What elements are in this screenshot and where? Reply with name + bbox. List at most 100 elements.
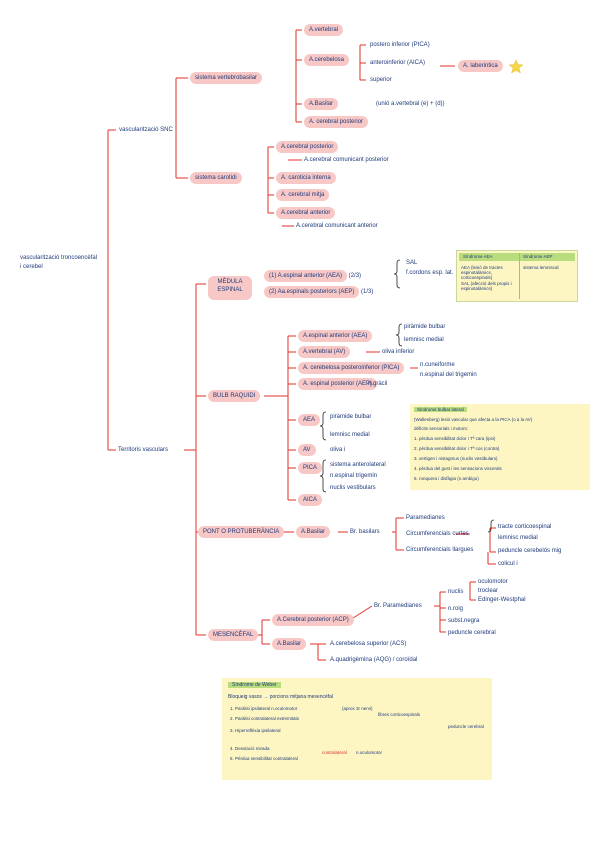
bulb-pica-c: nuclis vestibulars xyxy=(330,485,376,491)
medulla-syndrome-table: Síndrome AEA Síndrome AEP AEA (lesió de … xyxy=(456,250,578,302)
mes-n-roig: n.roig xyxy=(448,606,464,612)
wallenberg-line-1: déficits sensorials i motors: xyxy=(414,426,469,431)
weber-item-2: 3. Hiperreflèxia ipsilateral xyxy=(230,728,281,733)
table-header-2: Síndrome AEP xyxy=(523,254,553,259)
weber-item-1: 2. Paràlisi contralateral extremitats xyxy=(230,716,300,721)
sal: SAL xyxy=(406,260,418,266)
bulb-av-a: oliva i xyxy=(330,447,346,453)
bulb-aica: AICA xyxy=(298,494,323,506)
wallenberg-line-3: 2. pèrdua sensibilitat dolor i Tª cos (c… xyxy=(414,446,500,451)
wallenberg-title: Síndrome bulbar lateral xyxy=(414,407,467,412)
a-basilar: A.Basilar xyxy=(304,98,339,110)
a-vertebral: A.vertebral xyxy=(304,24,344,36)
root-title: vascularització troncoencèfal i cerebel xyxy=(20,255,98,270)
mes-edinger: Edinger-Westphal xyxy=(478,597,526,603)
wallenberg-line-0: (Wallenberg) lesió vascular que afecta a… xyxy=(414,417,533,422)
bulb-n-cuneiforme: n.cuneiforme xyxy=(420,362,455,368)
bulb-espinal-posterior: A. espinal posterior (AEP) xyxy=(298,378,378,390)
pont-paramedianes: Paramedianes xyxy=(406,515,445,521)
bulb-oliva: oliva inferior xyxy=(382,349,415,355)
bulb-vertebral: A.vertebral (AV) xyxy=(298,346,351,358)
pont-br-basilars: Br. basilars xyxy=(350,529,380,535)
a-laberintica: A. laberintica xyxy=(458,60,503,72)
bulb-aea-a: piràmide bulbar xyxy=(330,414,372,420)
mes-peduncle: peduncle cerebral xyxy=(448,630,496,636)
pont-curtes: Circumferencials curtes xyxy=(406,531,469,537)
bulb-pica-a: sistema anterolateral xyxy=(330,462,386,468)
weber-brace-3: n.oculomotor xyxy=(356,750,383,755)
aea-pill: (1) A.espinal anterior (AEA) xyxy=(264,270,348,282)
weber-side: (aprox 3r nervi) xyxy=(342,706,373,711)
cerebral-mitja: A. cerebral mitja xyxy=(276,189,330,201)
sistema-carotidi: sistema carotidi xyxy=(190,172,242,184)
weber-brace-2: peduncle cerebral xyxy=(448,724,484,729)
weber-item-0: 1. Paràlisi ipsilateral n.oculomotor xyxy=(230,706,298,711)
table-cell-1: AEA (lesió de tractes espinotalàmics, co… xyxy=(461,265,503,280)
medulla-row1: (1) A.espinal anterior (AEA) (2/3) xyxy=(264,270,361,282)
wallenberg-note: Síndrome bulbar lateral (Wallenberg) les… xyxy=(410,404,590,490)
bulb-pica-b: n.espinal trigemin xyxy=(330,473,378,479)
a-cerebelosa: A.cerebelosa xyxy=(304,54,350,66)
weber-note: Síndrome de Weber Bloqueig vasos → porci… xyxy=(222,678,492,780)
mes-subst-negra: subst.negra xyxy=(448,618,480,624)
row2-fraction: (1/3) xyxy=(361,289,374,295)
pont-llargues: Circumferencials llargues xyxy=(406,547,474,553)
pont-colicul: colicul i xyxy=(498,561,518,567)
medulla-espinal: MÈDULA ESPINAL xyxy=(208,276,252,300)
weber-side2: contralateral xyxy=(322,750,347,755)
table-cell-3: sistema lemniscal xyxy=(523,265,559,270)
star-icon xyxy=(508,59,524,74)
posteroinferior: postero inferior (PICA) xyxy=(370,42,430,48)
mes-basilar: A.Basilar xyxy=(272,638,307,650)
weber-brace-1: fibres corticoespinals xyxy=(378,712,421,717)
cordons: f.cordons esp. lat. xyxy=(406,270,454,276)
pont-protuberancia: PONT O PROTUBERÀNCIA xyxy=(198,526,285,538)
bulb-av: AV xyxy=(298,444,316,456)
basilar-note: (unió a.vertebral (e) + (d)) xyxy=(376,101,445,107)
medulla-row2: (2) Aa.espinals posteriors (AEP) (1/3) xyxy=(264,286,373,298)
bulb-raquidi: BULB RAQUIDI xyxy=(208,390,261,402)
weber-intro: Bloqueig vasos → porcions mitjana mesenc… xyxy=(228,694,334,700)
pont-t2: lemnisc medial xyxy=(498,535,538,541)
table-cell-2: SAL (afecció dels propis i espinotalàmic… xyxy=(461,281,512,291)
wallenberg-line-6: 5. ronquera i disfàgia (n.ambigu) xyxy=(414,476,479,481)
sistema-vertebrobasilar: sistema vertebrobasilar xyxy=(190,72,263,84)
territoris-vasculars: Territoris vasculars xyxy=(118,447,169,453)
weber-title: Síndrome de Weber xyxy=(228,682,281,688)
wallenberg-line-4: 3. vertigen i nistagmus (nuclis vestibul… xyxy=(414,456,498,461)
superior: superior xyxy=(370,77,392,83)
wallenberg-line-5: 4. pèrdua del gust i les sensacions visc… xyxy=(414,466,502,471)
table-header-1: Síndrome AEA xyxy=(463,254,493,259)
row1-fraction: (2/3) xyxy=(348,273,362,279)
caroticia-interna: A. caroticia interna xyxy=(276,172,336,184)
pont-t1: tracte corticoespinal xyxy=(498,524,552,530)
mes-cerebelosa-sup: A.cerebelosa superior (ACS) xyxy=(330,641,407,647)
carotidi-cerebral-posterior: A.cerebral posterior xyxy=(276,141,339,153)
weber-item-4: 5. Pèrdua sensibilitat contralateral xyxy=(230,756,298,761)
aep-pill: (2) Aa.espinals posteriors (AEP) xyxy=(264,286,360,298)
comunicant-anterior: A.cerebral comunicant anterior xyxy=(296,223,378,229)
mes-quadrigemina: A.quadrigèmina (AQG) / coroïdal xyxy=(330,657,418,663)
mes-br-paramedianes: Br. Paramedianes xyxy=(374,603,422,609)
weber-item-3: 4. Desviació mirada xyxy=(230,746,270,751)
bulb-piramide: piràmide bulbar xyxy=(404,324,446,330)
bulb-aea: AEA xyxy=(298,414,321,426)
bulb-pica: PICA xyxy=(298,462,323,474)
bulb-cerebelosa-pi: A. cerebelosa posteroinferior (PICA) xyxy=(298,362,405,374)
mesencefal: MESENCÈFAL xyxy=(208,629,259,641)
mes-oculomotor: oculomotor xyxy=(478,579,508,585)
mes-nuclis: nuclis xyxy=(448,589,464,595)
mes-cerebral-posterior: A.Cerebral posterior (ACP) xyxy=(272,614,354,626)
anteroinferior: anteroinferior (AICA) xyxy=(370,60,426,66)
mes-troclear: troclear xyxy=(478,588,499,594)
bulb-espinal-anterior: A.espinal anterior (AEA) xyxy=(298,330,373,342)
bulb-aea-b: lemnisc medial xyxy=(330,432,370,438)
cerebral-anterior: A.cerebral anterior xyxy=(276,207,336,219)
pont-basilar: A.Basilar xyxy=(296,526,331,538)
pont-t3: peduncle cerebelós mig xyxy=(498,548,562,554)
comunicant-posterior: A.cerebral comunicant posterior xyxy=(304,157,389,163)
wallenberg-line-2: 1. pèrdua sensibilitat dolor i Tª cara (… xyxy=(414,436,496,441)
bulb-n-espinal: n.espinal del trigemin xyxy=(420,372,477,378)
bulb-lemnisc: lemnisc medial xyxy=(404,337,444,343)
